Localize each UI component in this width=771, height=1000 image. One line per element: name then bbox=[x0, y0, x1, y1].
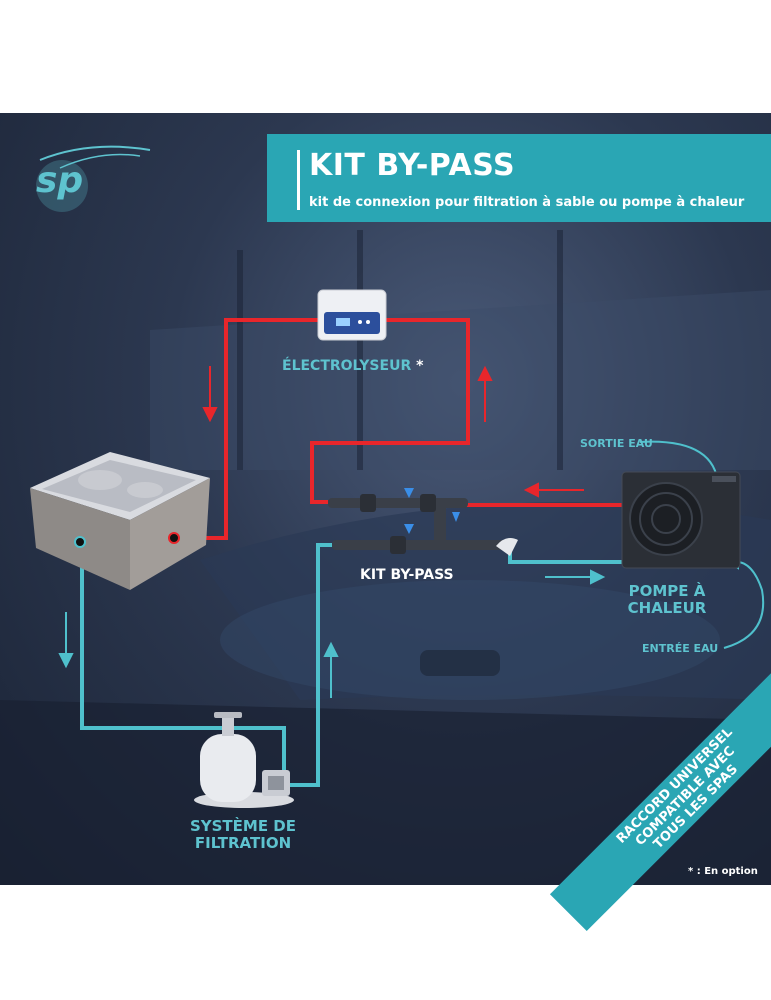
optional-footnote: * : En option bbox=[688, 866, 758, 877]
kit-bypass-label: KIT BY-PASS bbox=[360, 567, 454, 583]
electrolyseur-label: ÉLECTROLYSEUR * bbox=[282, 358, 423, 374]
page-title: KIT BY-PASS bbox=[309, 148, 516, 183]
spa-illustration bbox=[30, 452, 210, 590]
entree-eau-arrow bbox=[723, 560, 765, 649]
electrolyseur-label-text: ÉLECTROLYSEUR bbox=[282, 358, 412, 374]
filtration-label-line2: FILTRATION bbox=[194, 834, 292, 852]
entree-eau-label: ENTRÉE EAU bbox=[642, 642, 719, 655]
sortie-eau-label: SORTIE EAU bbox=[580, 437, 653, 450]
pompe-label-line2: CHALEUR bbox=[627, 599, 707, 617]
logo-text: sp bbox=[36, 160, 84, 201]
cold-pipe-spa-to-filtration bbox=[80, 542, 286, 772]
title-panel: KIT BY-PASS kit de connexion pour filtra… bbox=[267, 134, 771, 222]
pompe-chaleur-label: POMPE À CHALEUR bbox=[622, 583, 712, 617]
bypass-kit-illustration bbox=[328, 488, 518, 556]
hot-arrows bbox=[202, 365, 584, 498]
filtration-label: SYSTÈME DE FILTRATION bbox=[184, 818, 302, 852]
sp-logo bbox=[36, 145, 151, 212]
hot-pipe-electrolyseur-to-kit bbox=[310, 318, 470, 504]
electrolyseur-device bbox=[317, 289, 387, 341]
heat-pump-illustration bbox=[621, 471, 741, 569]
pompe-label-line1: POMPE À bbox=[628, 582, 706, 600]
cold-arrows bbox=[58, 569, 606, 698]
electrolyseur-asterisk: * bbox=[416, 358, 424, 374]
cold-pipe-filtration-to-kit bbox=[290, 543, 332, 787]
filtration-label-line1: SYSTÈME DE bbox=[189, 817, 297, 835]
title-divider bbox=[297, 150, 300, 210]
filtration-illustration bbox=[194, 712, 294, 808]
page-subtitle: kit de connexion pour filtration à sable… bbox=[309, 195, 745, 210]
